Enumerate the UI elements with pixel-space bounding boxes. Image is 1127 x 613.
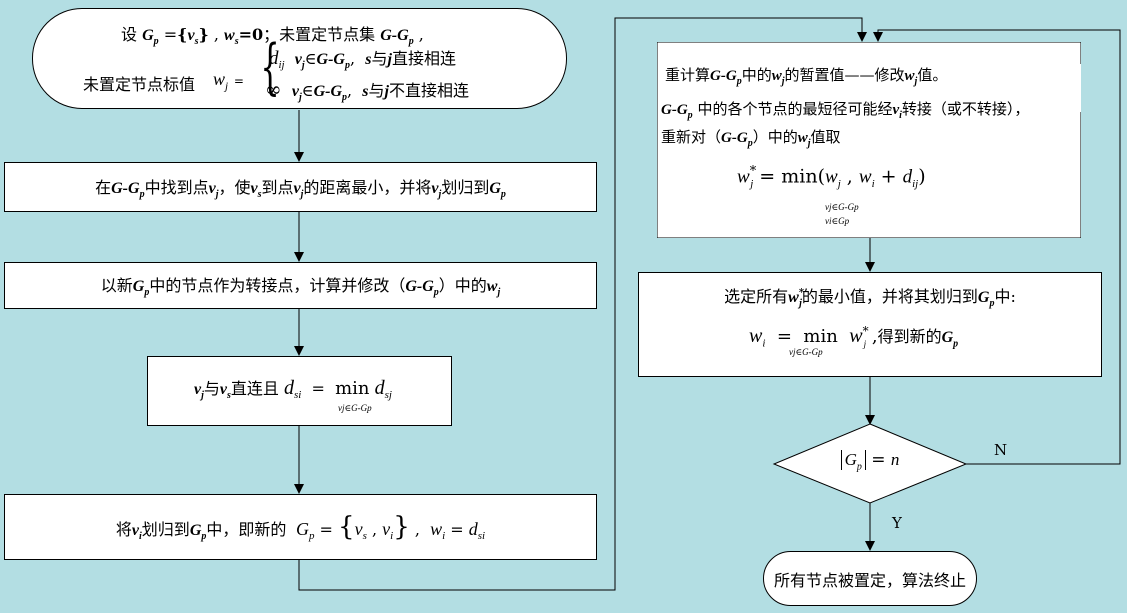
select-node: 选定所有w*j的最小值，并将其划归到Gp中: wi = min w*j ,得到新… [638,272,1102,377]
start-line2-prefix: 未置定节点标值 [83,75,196,94]
direct-node: vj与vs直连且 dsi = min dsj vj∈G-Gp [147,356,452,426]
recalc-sub1: vj∈G-Gp [825,202,859,212]
case1: dij vj∈G-Gp, s与j直接相连 [269,48,456,72]
decision-diamond [772,423,968,504]
select-sub: vj∈G-Gp [789,347,823,357]
recalc-sub2: vi∈Gp [825,216,850,226]
update-node: 以新Gp中的节点作为转接点，计算并修改（G-Gp）中的wj [4,262,597,309]
select-formula: wi = min w*j ,得到新的Gp [749,324,959,350]
end-node: 所有节点被置定，算法终止 [763,551,977,606]
yes-label: Y [892,514,902,532]
find-node: 在G-Gp中找到点vj，使vs到点vj的距离最小，并将vj划归到Gp [4,162,597,212]
assign-node: 将vi划归到Gp中，即新的 Gp = {vs , vi} , wi = dsi [4,494,597,560]
arrow-loop-back-no [873,29,1121,465]
recalc-line3: 重新对（G-Gp）中的wj值取 [661,128,841,149]
start-node: 设 Gp ={vs} , ws=0；未置定节点集 G-Gp , 未置定节点标值 … [32,8,567,109]
direct-sub: vj∈G-Gp [338,403,372,413]
recalc-line1: 重计算G-Gp中的wj的暂置值——修改wj值。 [665,66,948,87]
case2: ∞ vj∈G-Gp, s与j不直接相连 [265,77,469,104]
no-label: N [994,441,1008,459]
direct-text: vj与vs直连且 dsi = min dsj [194,377,392,402]
select-line1: 选定所有w*j的最小值，并将其划归到Gp中: [724,287,1016,310]
arrow-assign-recalc [298,17,867,591]
recalc-formula: w*j = min(wj , wi + dij) [737,164,926,191]
end-text: 所有节点被置定，算法终止 [773,570,966,590]
recalc-line2: G-Gp 中的各个节点的最短径可能经vi转接（或不转接）， [661,98,1030,121]
piecewise-brace: { [260,32,280,102]
start-line1: 设 Gp ={vs} , ws=0；未置定节点集 G-Gp , [121,25,424,48]
recalc-node: 重计算G-Gp中的wj的暂置值——修改wj值。 G-Gp 中的各个节点的最短径可… [657,42,1081,238]
start-wj: wj = [213,69,244,93]
decision-label: Gp = n [820,450,920,472]
